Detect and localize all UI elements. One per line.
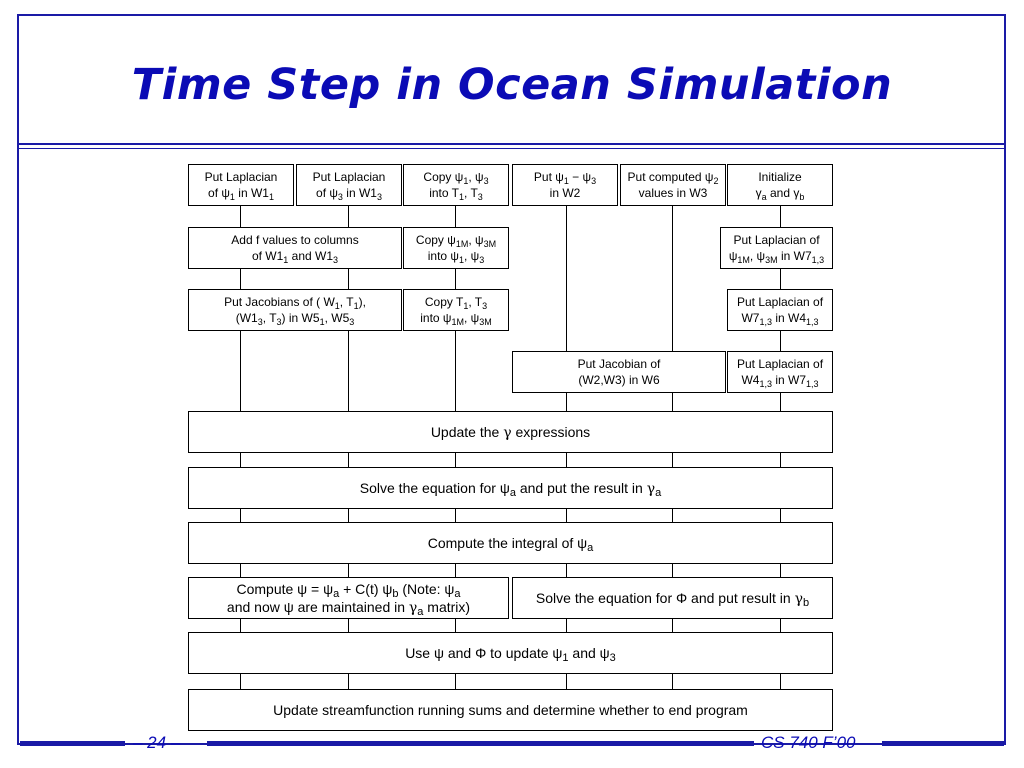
page-number: – 24 –: [133, 733, 181, 752]
step-solve-phi: Solve the equation for Φ and put result …: [512, 577, 833, 619]
slide-title: Time Step in Ocean Simulation: [131, 60, 893, 110]
step-copy-psi-into-t: Copy ψ1, ψ3 into T1, T3: [403, 164, 509, 206]
step-laplacian-w7-into-w4: Put Laplacian of W71,3 in W41,3: [727, 289, 833, 331]
connector-line-2: [348, 205, 350, 701]
slide-frame: [17, 14, 1006, 745]
step-update-gamma: Update the γ expressions: [188, 411, 833, 453]
footer-rule-right: [882, 741, 1004, 743]
step-update-psi: Use ψ and Φ to update ψ1 and ψ3: [188, 632, 833, 674]
connector-line-6: [780, 205, 782, 701]
step-solve-psi-a: Solve the equation for ψa and put the re…: [188, 467, 833, 509]
step-integral-psi-a: Compute the integral of ψa: [188, 522, 833, 564]
step-laplacian-psi3: Put Laplacian of ψ3 in W13: [296, 164, 402, 206]
footer-rule-left-thin: [20, 745, 125, 746]
step-copy-t-into-psim: Copy T1, T3 into ψ1M, ψ3M: [403, 289, 509, 331]
connector-line-4: [566, 205, 568, 701]
step-initialize-gamma: Initialize γa and γb: [727, 164, 833, 206]
connector-line-5: [672, 205, 674, 701]
footer-rule-left: [20, 741, 125, 743]
step-computed-psi2-w3: Put computed ψ2 values in W3: [620, 164, 726, 206]
footer-rule-right-thin: [882, 745, 1004, 746]
step-jacobian-w6: Put Jacobian of (W2,W3) in W6: [512, 351, 726, 393]
title-separator-thin: [19, 148, 1004, 149]
title-separator: [19, 143, 1004, 145]
step-jacobians-w5: Put Jacobians of ( W1, T1), (W13, T3) in…: [188, 289, 402, 331]
footer-rule-mid: [207, 741, 754, 743]
course-label: CS 740 F’00: [761, 733, 856, 752]
step-laplacian-psi1: Put Laplacian of ψ1 in W11: [188, 164, 294, 206]
connector-line-3: [455, 205, 457, 701]
step-compute-psi: Compute ψ = ψa + C(t) ψb (Note: ψa and n…: [188, 577, 509, 619]
step-copy-psim-into-psi: Copy ψ1M, ψ3M into ψ1, ψ3: [403, 227, 509, 269]
connector-line-1: [240, 205, 242, 701]
step-laplacian-psim-w7: Put Laplacian of ψ1M, ψ3M in W71,3: [720, 227, 833, 269]
step-add-f-values: Add f values to columns of W11 and W13: [188, 227, 402, 269]
step-psi-difference-w2: Put ψ1 − ψ3 in W2: [512, 164, 618, 206]
footer-rule-mid-thin: [207, 745, 754, 746]
step-laplacian-w4-into-w7: Put Laplacian of W41,3 in W71,3: [727, 351, 833, 393]
step-update-streamfunction: Update streamfunction running sums and d…: [188, 689, 833, 731]
